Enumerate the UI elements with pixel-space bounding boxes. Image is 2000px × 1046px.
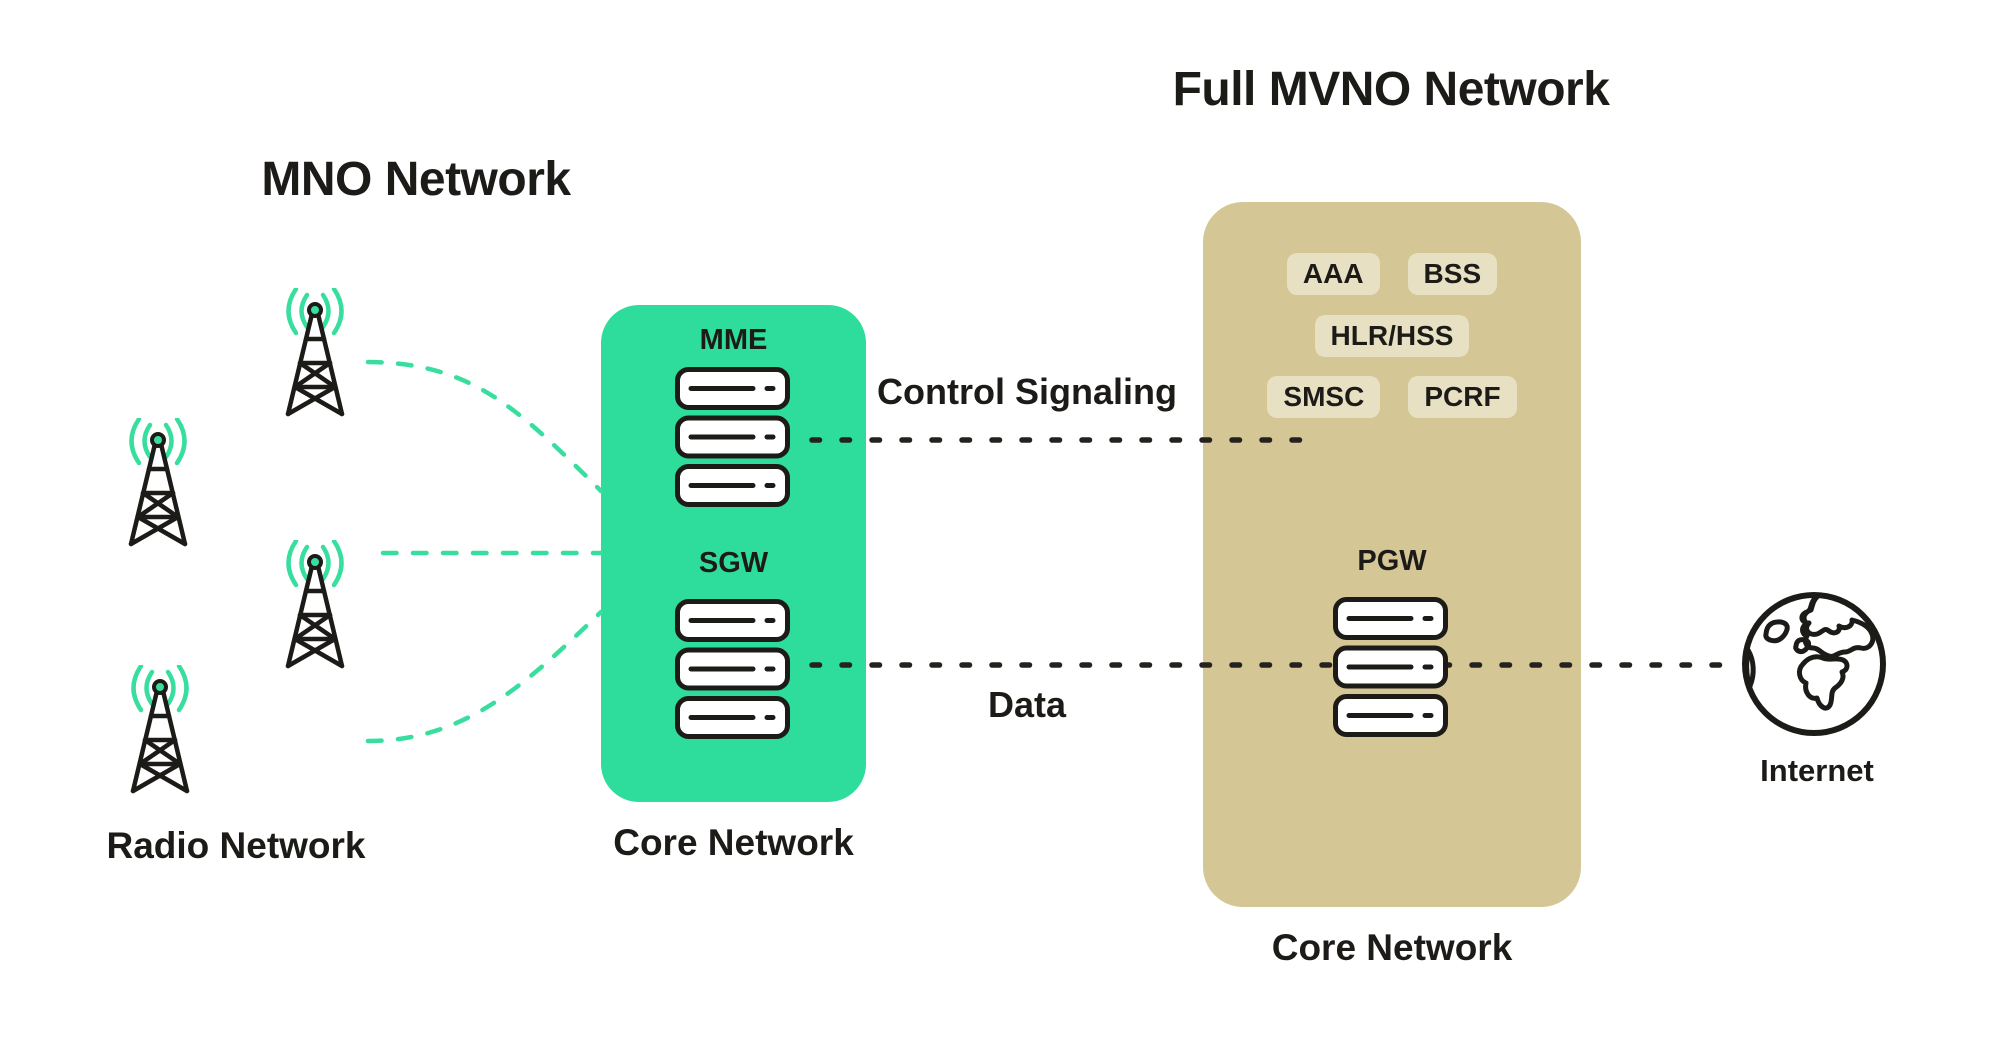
pgw-server-stack-icon	[1333, 597, 1448, 737]
mvno-badge-row: SMSC PCRF	[1203, 376, 1581, 418]
mme-server-stack-icon	[675, 367, 790, 507]
smsc-badge: SMSC	[1267, 376, 1381, 418]
mno-network-title: MNO Network	[261, 153, 571, 206]
globe-landmass	[1796, 654, 1850, 711]
data-label: Data	[987, 684, 1067, 725]
radio-link-top	[365, 359, 604, 494]
mme-label: MME	[699, 324, 768, 356]
hlr-hss-badge: HLR/HSS	[1314, 315, 1470, 357]
mvno-network-title: Full MVNO Network	[1172, 63, 1610, 116]
globe-landmass	[1744, 647, 1756, 689]
globe-landmass	[1799, 594, 1876, 659]
internet-globe-icon	[1742, 592, 1886, 736]
radio-tower-icon	[265, 540, 365, 670]
radio-tower-icon	[108, 418, 208, 548]
mvno-core-network-label: Core Network	[1271, 927, 1513, 968]
radio-tower-icon	[265, 288, 365, 418]
pgw-label: PGW	[1357, 545, 1427, 577]
mno-core-network-label: Core Network	[613, 822, 854, 863]
sgw-label: SGW	[698, 547, 769, 579]
radio-network-label: Radio Network	[106, 825, 366, 866]
bss-badge: BSS	[1407, 253, 1498, 295]
radio-tower-icon	[110, 665, 210, 795]
pcrf-badge: PCRF	[1408, 376, 1517, 418]
control-signaling-label: Control Signaling	[877, 371, 1177, 412]
aaa-badge: AAA	[1286, 253, 1380, 295]
sgw-server-stack-icon	[675, 599, 790, 739]
internet-label: Internet	[1760, 753, 1874, 788]
mvno-badge-row: HLR/HSS	[1203, 315, 1581, 357]
globe-landmass	[1763, 619, 1790, 644]
mvno-badge-row: AAA BSS	[1203, 253, 1581, 295]
radio-link-bottom	[365, 609, 604, 744]
